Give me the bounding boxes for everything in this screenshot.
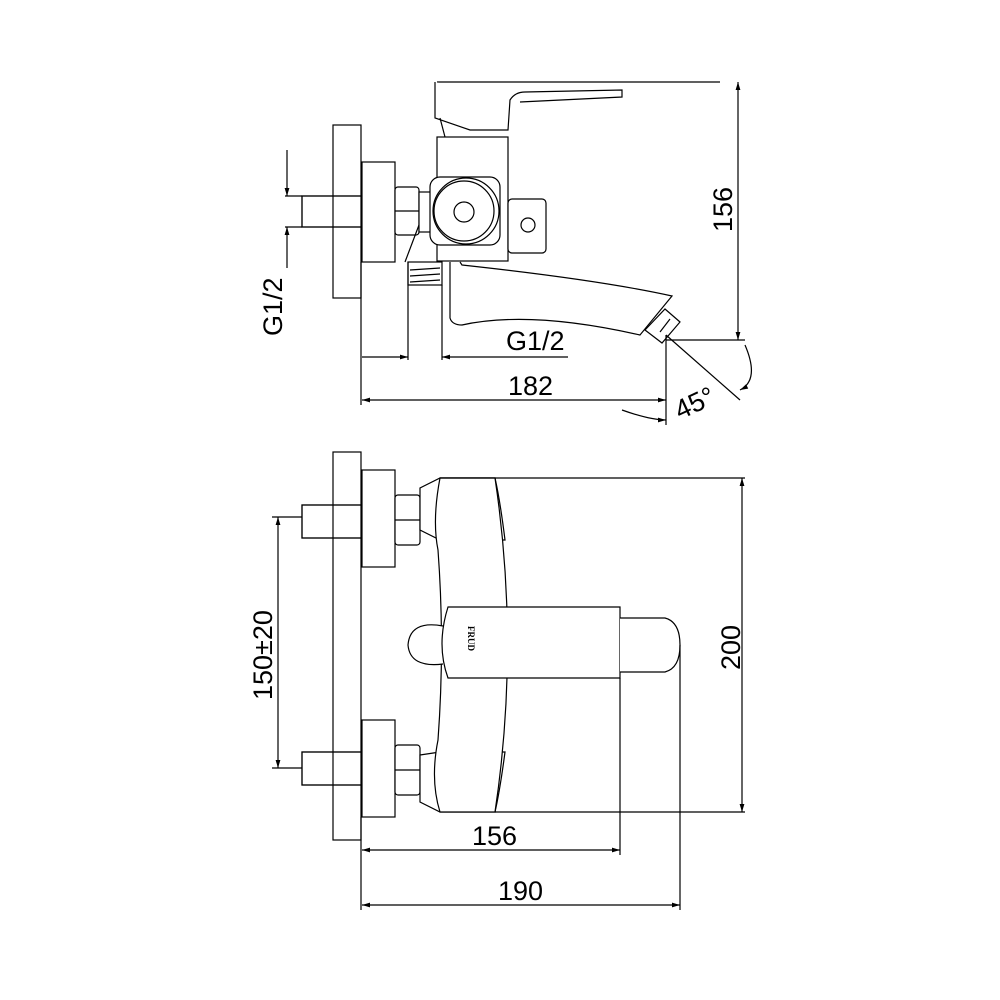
depth-190-label: 190 [498, 876, 543, 906]
flange [361, 161, 396, 263]
inlet-thread-label: G1/2 [258, 277, 288, 336]
lever-handle [441, 606, 621, 679]
diverter [407, 624, 444, 666]
inlet-pipe [301, 751, 363, 786]
height-200-label: 200 [716, 625, 746, 670]
lever-handle [434, 82, 623, 131]
outlet-thread-label: G1/2 [506, 326, 565, 356]
wall-section [332, 124, 362, 299]
depth-182-label: 182 [508, 371, 553, 401]
depth-156-label: 156 [472, 821, 517, 851]
top-view: FRUD 150±20 200 156 190 [248, 451, 746, 910]
brand-logo: FRUD [466, 626, 476, 651]
side-view: G1/2 G1/2 182 156 45° [258, 81, 752, 425]
inlet-pipe [301, 195, 363, 228]
spout [449, 261, 674, 336]
wall-section [332, 451, 362, 841]
cartridge-circle [432, 177, 500, 245]
height-156-label: 156 [708, 187, 738, 232]
inlet-pipe [301, 504, 363, 539]
flange [361, 469, 396, 568]
flange [361, 719, 396, 818]
angle-45-label: 45° [670, 381, 720, 425]
diverter-knob [507, 198, 547, 254]
centers-150-label: 150±20 [248, 610, 278, 700]
